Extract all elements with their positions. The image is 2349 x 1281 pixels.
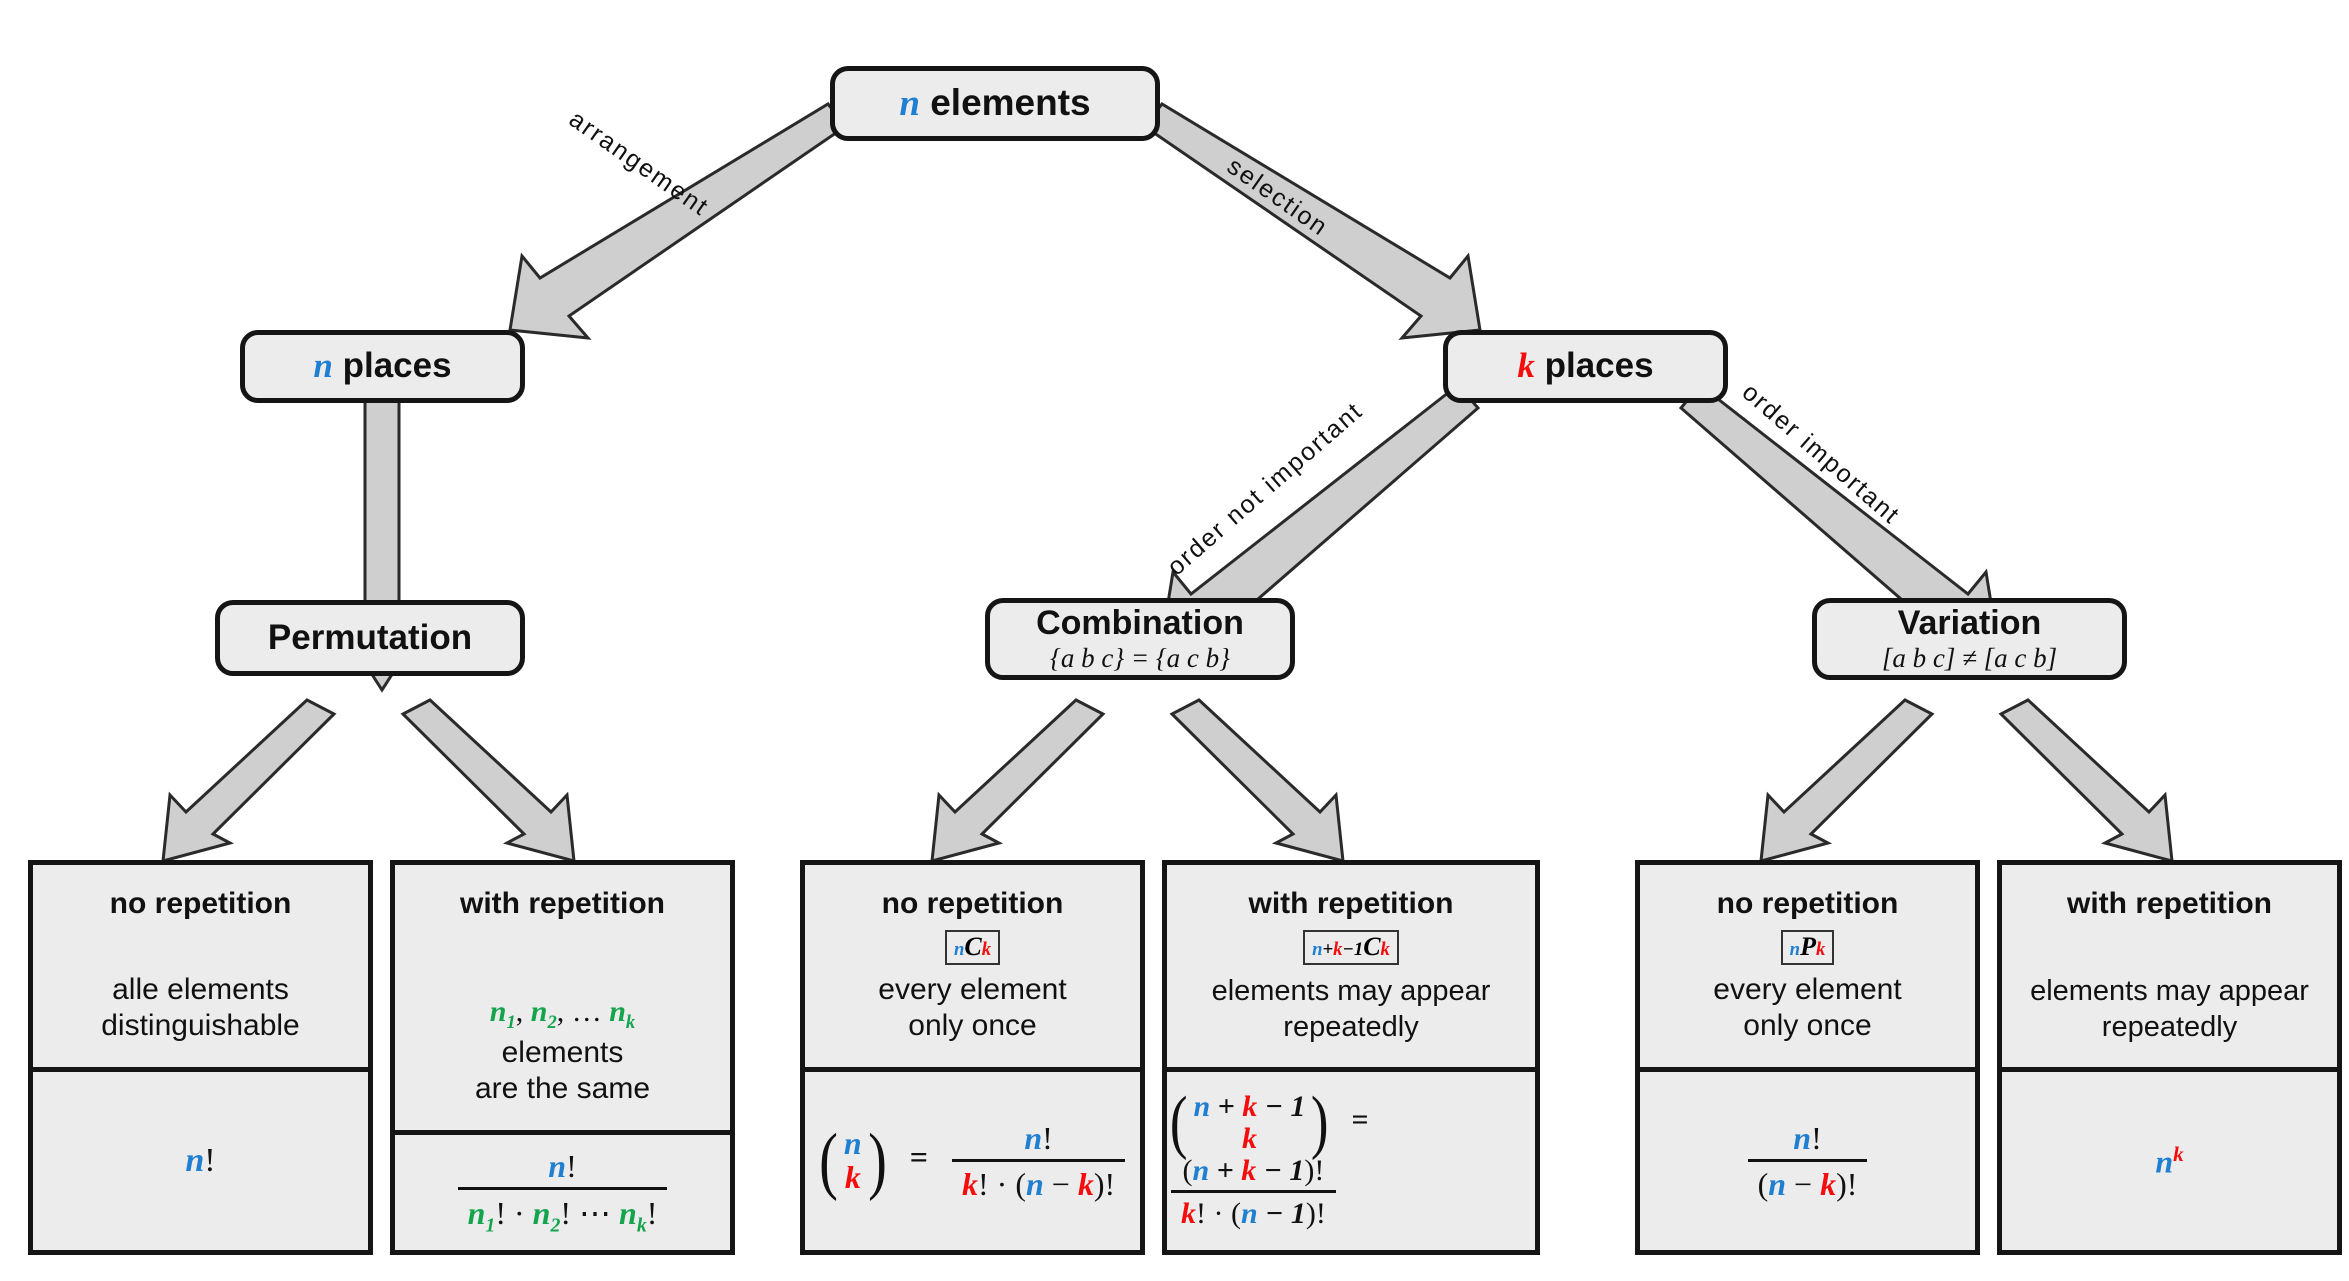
node-variation-title: Variation — [1897, 603, 2042, 642]
leaf-description: every element only once — [878, 972, 1067, 1043]
leaf-variation-no-repetition[interactable]: no repetition nPk every element only onc… — [1635, 860, 1980, 1255]
formula-multiset-permutation: n! n1! · n2! ⋯ nk! — [457, 1148, 668, 1237]
leaf-header: with repetition — [460, 887, 665, 920]
leaf-header: with repetition — [2067, 887, 2272, 920]
leaf-top-section: with repetition elements may appear repe… — [2002, 865, 2337, 1072]
formula-n-power-k: nk — [2155, 1141, 2184, 1180]
formula-n-factorial: n! — [185, 1142, 216, 1179]
leaf-description: elements may appear repeatedly — [1211, 975, 1491, 1043]
leaf-top-section: no repetition nCk every element only onc… — [805, 865, 1140, 1072]
node-combination-subtitle: {a b c} = {a c b} — [1050, 643, 1230, 674]
node-permutation-title: Permutation — [267, 617, 473, 657]
leaf-variation-with-repetition[interactable]: with repetition elements may appear repe… — [1997, 860, 2342, 1255]
leaf-top-section: no repetition alle elements distinguisha… — [33, 865, 368, 1072]
leaf-top-section: with repetition n+k−1Ck elements may app… — [1167, 865, 1535, 1072]
leaf-formula-section: n! n1! · n2! ⋯ nk! — [395, 1135, 730, 1250]
leaf-description: alle elements distinguishable — [101, 972, 300, 1043]
leaf-formula-section: n! — [33, 1072, 368, 1250]
node-variation-subtitle: [a b c] ≠ [a c b] — [1881, 643, 2058, 674]
desc-math: n1, n2, … nk — [489, 995, 636, 1034]
leaf-header: with repetition — [1248, 887, 1454, 920]
leaf-header: no repetition — [109, 887, 292, 920]
leaf-formula-section: n! (n − k)! — [1640, 1072, 1975, 1250]
leaf-formula-section: nk — [2002, 1072, 2337, 1250]
node-k-places-label: k places — [1517, 346, 1654, 386]
leaf-description: elements may appear repeatedly — [2030, 975, 2309, 1043]
leaf-top-section: no repetition nPk every element only onc… — [1640, 865, 1975, 1072]
node-variation[interactable]: Variation [a b c] ≠ [a c b] — [1812, 598, 2127, 680]
node-combination[interactable]: Combination {a b c} = {a c b} — [985, 598, 1295, 680]
node-n-places-label: n places — [313, 346, 452, 386]
notation-nPk: nPk — [1780, 930, 1835, 966]
node-n-places[interactable]: n places — [240, 330, 525, 403]
node-n-elements-label: n elements — [899, 81, 1091, 124]
notation-nCk: nCk — [944, 930, 1001, 966]
node-combination-title: Combination — [1036, 603, 1244, 642]
leaf-permutation-no-repetition[interactable]: no repetition alle elements distinguisha… — [28, 860, 373, 1255]
notation-n-plus-k-minus-1-C-k: n+k−1Ck — [1303, 930, 1399, 966]
leaf-combination-with-repetition[interactable]: with repetition n+k−1Ck elements may app… — [1162, 860, 1540, 1255]
node-k-places[interactable]: k places — [1443, 330, 1728, 403]
leaf-description: every element only once — [1713, 972, 1902, 1043]
leaf-header: no repetition — [881, 887, 1064, 920]
leaf-header: no repetition — [1716, 887, 1899, 920]
node-n-elements[interactable]: n elements — [830, 66, 1160, 141]
formula-falling-factorial: n! (n − k)! — [1747, 1120, 1868, 1203]
leaf-combination-no-repetition[interactable]: no repetition nCk every element only onc… — [800, 860, 1145, 1255]
node-permutation[interactable]: Permutation — [215, 600, 525, 676]
